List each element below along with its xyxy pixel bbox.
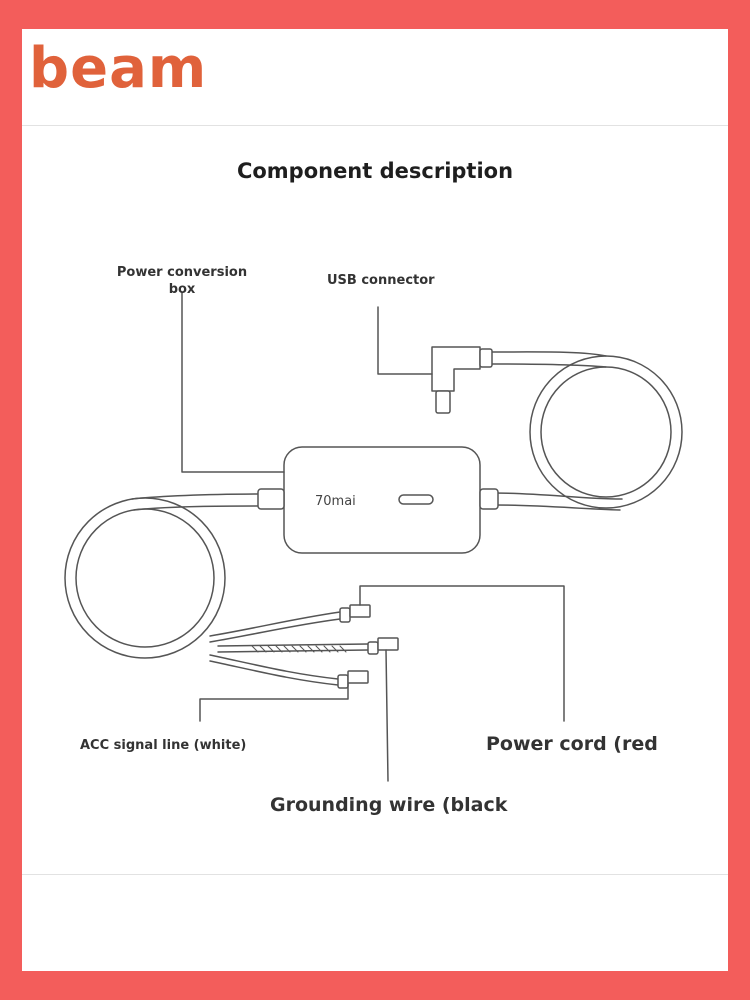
label-usb-connector: USB connector [327, 273, 435, 288]
terminal-red-sleeve [339, 607, 351, 623]
leader-power-cord [359, 585, 565, 722]
leader-ground [385, 649, 389, 782]
left-cable [131, 493, 273, 511]
box-brand-text: 70mai [315, 494, 356, 509]
wiring-diagram: 70mai [64, 292, 683, 782]
terminal-white-sleeve [337, 674, 349, 689]
terminal-black [377, 637, 399, 651]
footer-divider [22, 874, 728, 875]
label-power-cord: Power cord (red [486, 733, 658, 755]
usb-cable [491, 351, 607, 368]
terminal-red [349, 604, 371, 618]
page-title: Component description [236, 159, 514, 183]
right-cable [493, 492, 623, 511]
brand-logo: beam [29, 36, 208, 101]
left-cable-coil [64, 497, 226, 659]
wire-white [209, 654, 339, 686]
leader-usb [377, 306, 433, 375]
braid-hatch [251, 645, 347, 653]
usb-connector [431, 346, 493, 414]
label-grounding-wire: Grounding wire (black [270, 794, 508, 816]
label-acc-signal-line: ACC signal line (white) [80, 738, 247, 753]
power-conversion-box: 70mai [257, 446, 499, 554]
terminal-white [347, 670, 369, 684]
leader-power-box [181, 292, 285, 473]
wire-red [209, 611, 341, 643]
leader-acc [199, 682, 349, 722]
page-frame: beam Component description 70mai [22, 29, 728, 971]
label-power-conversion-box: Power conversion box [116, 265, 248, 297]
wire-black-braided [217, 643, 369, 653]
wire-bundle [209, 604, 399, 689]
terminal-black-sleeve [367, 641, 379, 655]
header-divider [22, 125, 728, 126]
right-cable-coil [529, 355, 683, 509]
